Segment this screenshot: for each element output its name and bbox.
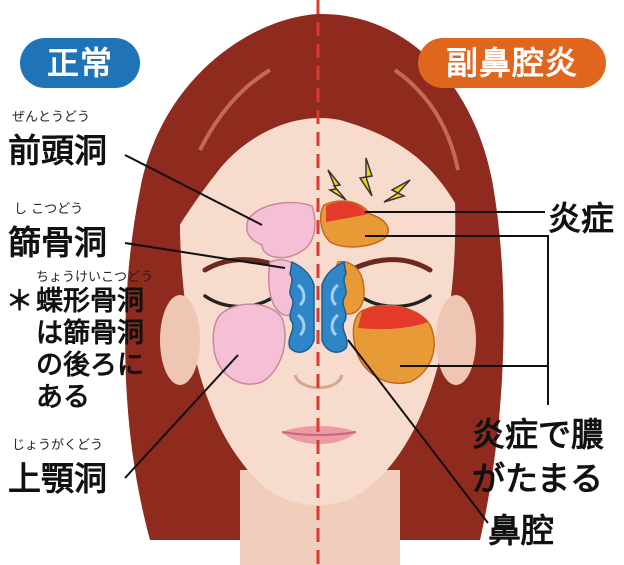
leader-frontal	[124, 154, 263, 226]
nasal-cavity-right	[321, 260, 348, 353]
left-ear	[160, 295, 200, 385]
right-eyebrow	[352, 257, 433, 273]
maxillary-sinus-ruby: じょうがくどう	[12, 438, 104, 453]
inflamed-maxillary-red	[358, 305, 428, 330]
leader-nasal-cavity	[347, 339, 489, 524]
nasal-turbinate-left	[297, 283, 306, 337]
ethmoid-sinus-label: 篩骨洞	[8, 223, 107, 262]
hair-highlight-right	[393, 68, 460, 171]
sphenoid-note-line4: ある	[36, 382, 90, 413]
sinusitis-badge: 副鼻腔炎	[418, 38, 606, 88]
sphenoid-note-line3: の後ろに	[36, 350, 144, 381]
sphenoid-sinus-ruby: ちょうけいこつどう	[36, 270, 154, 285]
pus-label-line1: 炎症で膿	[472, 415, 604, 454]
normal-frontal-sinus	[246, 201, 316, 259]
pus-label-line2: がたまる	[472, 459, 604, 498]
hair-highlight-left	[198, 68, 272, 151]
frontal-sinus-ruby: ぜんとうどう	[12, 110, 91, 125]
lip-line	[281, 431, 357, 436]
nasal-turbinate-right	[330, 283, 339, 337]
leader-maxillary	[124, 354, 239, 479]
lightning-icon-right	[383, 179, 411, 203]
lightning-icon-middle	[358, 157, 373, 197]
sphenoid-note-line1: 蝶形骨洞	[36, 286, 144, 317]
inflamed-frontal-red	[326, 201, 368, 222]
sphenoid-note-mark: ＊	[6, 286, 33, 317]
right-ear	[436, 295, 476, 385]
sphenoid-note-line2: は篩骨洞	[36, 318, 144, 349]
normal-maxillary-sinus	[212, 303, 286, 385]
frontal-sinus-label: 前頭洞	[8, 131, 107, 170]
leader-ethmoid	[124, 242, 286, 269]
lightning-icon-left	[327, 169, 347, 201]
nasal-cavity-left	[288, 260, 315, 353]
nasal-cavity-label: 鼻腔	[488, 511, 554, 550]
maxillary-sinus-label: 上顎洞	[8, 459, 107, 498]
normal-badge: 正常	[20, 38, 140, 88]
ethmoid-sinus-ruby: し こつどう	[14, 202, 84, 217]
inflammation-label: 炎症	[548, 199, 614, 238]
